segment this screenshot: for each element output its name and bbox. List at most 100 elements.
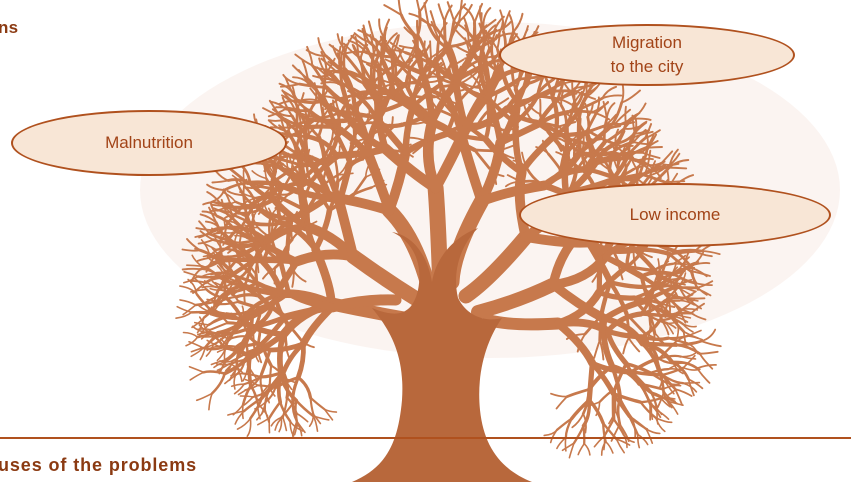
- tree-branch: [233, 374, 237, 390]
- tree-branch: [615, 438, 625, 454]
- tree-branch: [693, 282, 713, 287]
- tree-branch: [414, 35, 425, 76]
- tree-branch: [696, 363, 717, 370]
- tree-branch: [636, 155, 645, 172]
- tree-branch: [272, 157, 278, 174]
- tree-branch: [216, 232, 234, 235]
- tree-branch: [560, 89, 565, 107]
- tree-branch: [242, 396, 264, 413]
- tree-branch: [687, 329, 702, 337]
- tree-branch: [320, 94, 340, 101]
- tree-branch: [270, 416, 283, 427]
- tree-branch: [209, 321, 229, 331]
- tree-branch: [453, 3, 467, 22]
- tree-branch: [237, 229, 248, 239]
- tree-branch: [196, 328, 212, 331]
- tree-branch: [660, 397, 678, 405]
- tree-branch: [661, 366, 685, 377]
- tree-branch: [268, 364, 273, 385]
- tree-branch: [574, 152, 591, 174]
- top-heading: ns: [0, 18, 19, 37]
- tree-branch: [636, 433, 649, 446]
- tree-branch: [248, 372, 263, 390]
- tree-branch: [191, 316, 205, 329]
- tree-branch: [682, 381, 701, 384]
- tree-branch: [625, 265, 656, 273]
- tree-branch: [270, 237, 282, 263]
- tree-branch: [439, 53, 447, 71]
- tree-branch: [317, 70, 338, 78]
- tree-branch: [581, 398, 592, 428]
- tree-branch: [658, 341, 677, 360]
- tree-branch: [195, 227, 214, 232]
- tree-branch: [700, 250, 721, 255]
- tree-branch: [326, 294, 402, 313]
- tree-branch: [203, 280, 217, 288]
- tree-branch: [290, 226, 306, 241]
- tree-branch: [682, 323, 694, 333]
- tree-branch: [242, 364, 249, 382]
- tree-branch: [363, 121, 391, 128]
- tree-branch: [629, 356, 662, 374]
- tree-branch: [668, 266, 679, 281]
- tree-branch: [464, 24, 470, 44]
- tree-branch: [181, 267, 202, 271]
- tree-branch: [571, 413, 585, 429]
- tree-branch: [593, 339, 601, 359]
- tree-branch: [334, 70, 364, 79]
- tree-branch: [692, 262, 711, 266]
- tree-branch: [586, 82, 601, 98]
- tree-branch: [443, 4, 453, 23]
- tree-branch: [656, 409, 670, 420]
- tree-branch: [408, 136, 428, 143]
- tree-branch: [360, 74, 396, 96]
- tree-branch: [429, 10, 437, 29]
- tree-branch: [264, 408, 270, 423]
- tree-branch: [336, 165, 353, 184]
- tree-branch: [284, 288, 337, 311]
- tree-branch: [291, 376, 300, 405]
- tree-branch: [367, 20, 375, 40]
- tree-branch: [637, 149, 649, 178]
- tree-branch: [183, 271, 199, 278]
- tree-branch: [275, 106, 296, 111]
- tree-branch: [656, 392, 665, 409]
- tree-branch: [668, 400, 679, 415]
- tree-branch: [548, 280, 609, 324]
- tree-branch: [191, 254, 203, 267]
- tree-branch: [680, 352, 697, 358]
- tree-branch: [639, 312, 669, 318]
- tree-branch: [212, 332, 229, 346]
- tree-branch: [175, 311, 193, 319]
- tree-branch: [639, 400, 657, 420]
- tree-branch: [202, 370, 226, 375]
- tree-branch: [683, 290, 697, 300]
- tree-branch: [236, 417, 252, 430]
- tree-branch: [669, 281, 686, 286]
- tree-branch: [278, 238, 294, 263]
- tree-branch: [687, 378, 704, 390]
- tree-branch: [262, 107, 280, 117]
- tree-branch: [205, 343, 214, 357]
- tree-branch: [234, 358, 246, 377]
- tree-branch: [238, 262, 259, 285]
- tree-branch: [218, 259, 231, 269]
- tree-branch: [677, 279, 693, 288]
- tree-branch: [270, 364, 286, 380]
- tree-branch: [602, 253, 645, 280]
- tree-branch: [425, 131, 452, 143]
- tree-branch: [659, 257, 670, 280]
- tree-branch: [674, 388, 693, 397]
- tree-branch: [389, 54, 425, 76]
- tree-branch: [518, 131, 559, 176]
- tree-branch: [261, 158, 286, 189]
- tree-branch: [426, 95, 439, 111]
- tree-branch: [461, 71, 478, 84]
- tree-branch: [336, 81, 363, 95]
- tree-branch: [555, 417, 573, 432]
- tree-branch: [291, 270, 295, 288]
- tree-branch: [652, 278, 671, 291]
- tree-branch: [409, 29, 419, 50]
- tree-branch: [614, 121, 628, 145]
- tree-branch: [415, 10, 422, 39]
